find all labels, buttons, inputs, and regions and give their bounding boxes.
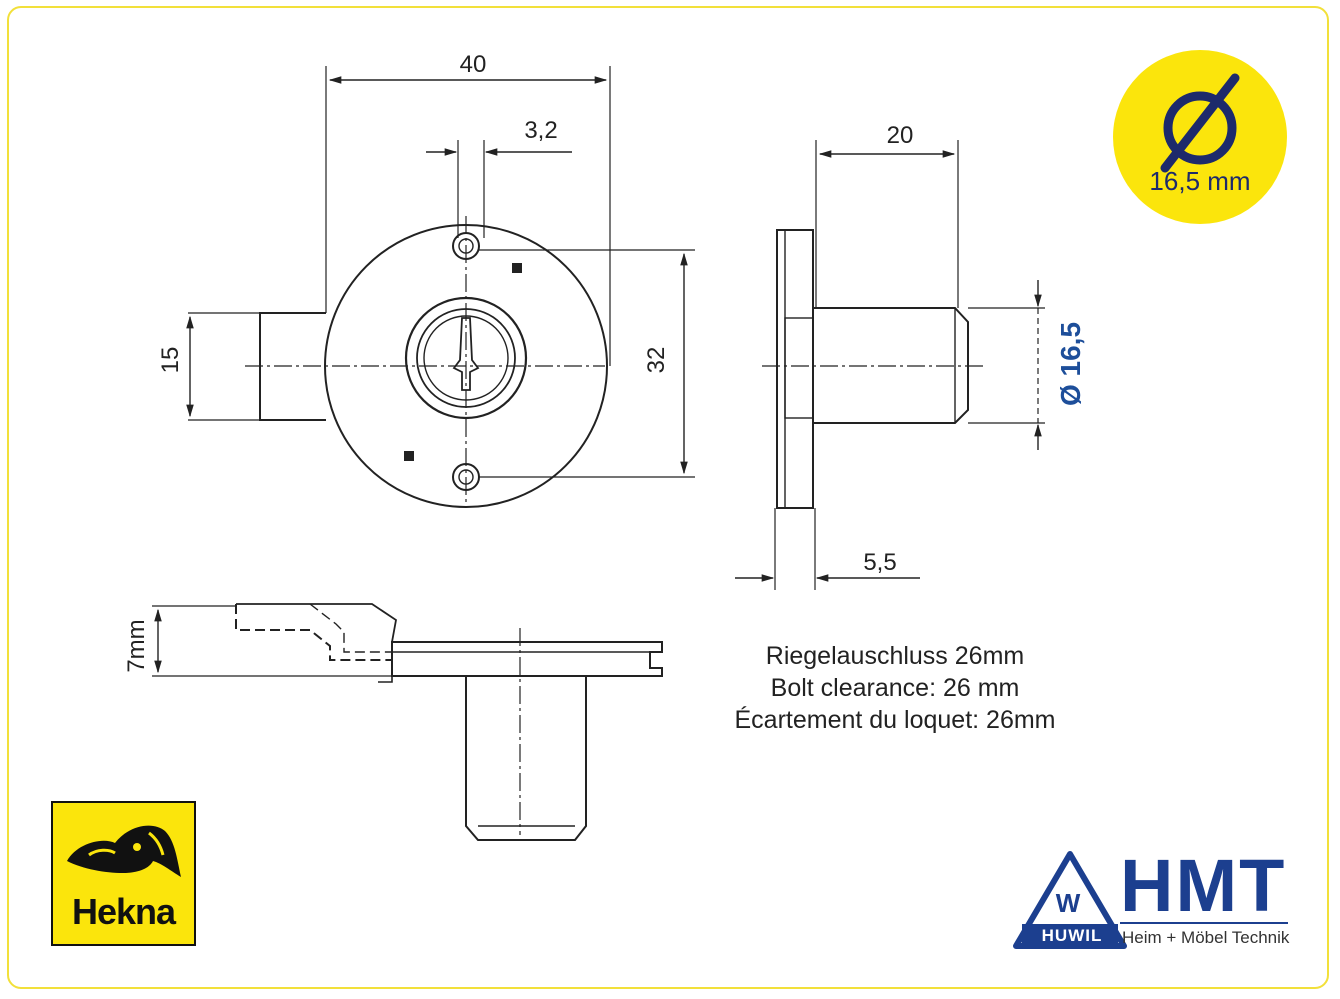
dimension-width: 40 <box>460 51 487 78</box>
hmt-underline <box>1120 922 1288 924</box>
huwil-wordmark: HUWIL <box>1041 926 1103 945</box>
dimension-flange: 5,5 <box>863 549 896 576</box>
dimension-bolt: 15 <box>157 347 184 374</box>
hmt-subtitle: Heim + Möbel Technik <box>1122 928 1290 947</box>
dimension-bolt-thickness: 7mm <box>123 619 150 672</box>
front-view <box>186 66 695 508</box>
hekna-wordmark: Hekna <box>71 891 176 932</box>
note-german: Riegelauschluss 26mm <box>765 642 1025 670</box>
bottom-view <box>152 603 663 841</box>
hmt-wordmark: HMT <box>1120 844 1287 927</box>
dimension-slot: 3,2 <box>524 117 557 144</box>
diameter-badge-size: 16,5 mm <box>1149 166 1251 196</box>
note-english: Bolt clearance: 26 mm <box>770 674 1020 702</box>
page-frame <box>7 6 1329 989</box>
diameter-icon <box>1160 73 1240 173</box>
dog-head-icon <box>67 825 181 877</box>
huwil-triangle-icon <box>1013 851 1127 949</box>
diameter-badge: 16,5 mm <box>1113 50 1287 224</box>
dimension-depth: 20 <box>887 122 914 149</box>
hekna-logo: Hekna <box>51 801 196 946</box>
note-french: Écartement du loquet: 26mm <box>734 706 1056 734</box>
side-view <box>735 140 1045 590</box>
huwil-w-letter: W <box>1055 888 1081 918</box>
dimension-height: 32 <box>643 347 670 374</box>
dimension-diameter: Ø 16,5 <box>1055 322 1086 406</box>
bolt-clearance-note: Riegelauschluss 26mm Bolt clearance: 26 … <box>680 640 1110 736</box>
